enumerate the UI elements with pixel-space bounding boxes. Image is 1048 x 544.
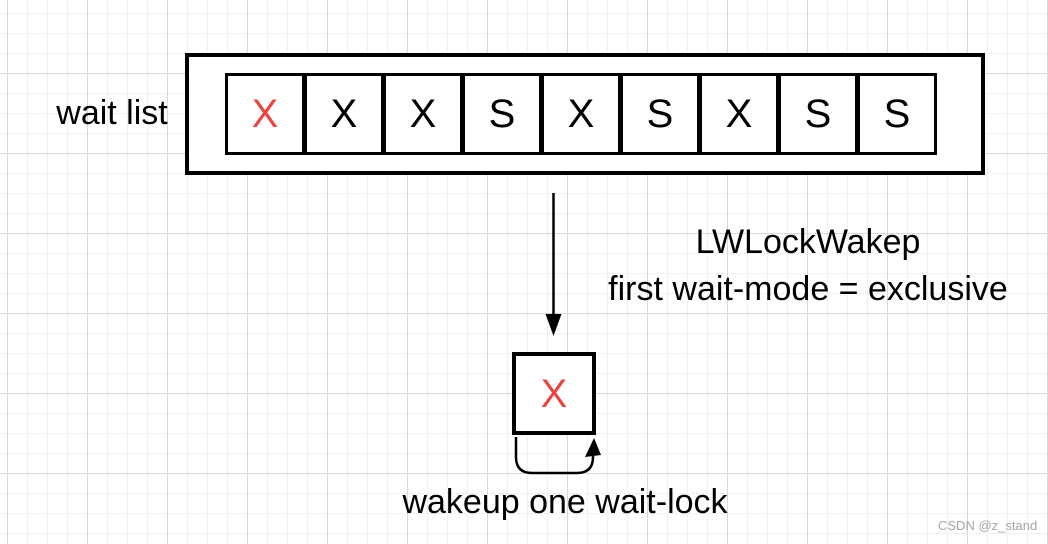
wait-list-cell: X <box>383 73 463 155</box>
wait-list-cell: X <box>541 73 621 155</box>
wait-list-cell: S <box>778 73 858 155</box>
wait-list-cell: S <box>620 73 700 155</box>
woken-cell: X <box>512 352 596 435</box>
watermark: CSDN @z_stand <box>938 518 1038 533</box>
wait-list-cells: X X X S X S X S S <box>225 73 937 155</box>
annotation-line2: first wait-mode = exclusive <box>608 270 1008 308</box>
wait-list-cell: S <box>857 73 937 155</box>
self-loop-arrow-icon <box>514 437 601 475</box>
wait-list-cell: X <box>304 73 384 155</box>
wait-list-label: wait list <box>56 94 168 132</box>
wait-list-cell: X <box>225 73 305 155</box>
annotation-text: LWLockWakep first wait-mode = exclusive <box>558 219 1048 313</box>
wait-list-cell: S <box>462 73 542 155</box>
caption-text: wakeup one wait-lock <box>402 483 728 521</box>
wait-list-cell: X <box>699 73 779 155</box>
annotation-line1: LWLockWakep <box>695 223 921 261</box>
